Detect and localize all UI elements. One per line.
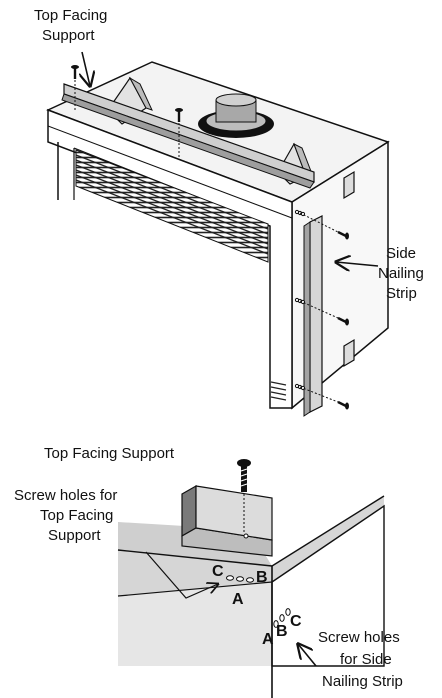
label-screw-holes-top-line3: Support — [48, 527, 101, 544]
detail-screw — [237, 459, 251, 532]
detail-top-screw-holes — [226, 575, 254, 583]
label-top-facing-support-line1: Top Facing — [34, 7, 107, 24]
hole-letter-a-top: A — [232, 591, 244, 608]
label-top-facing-support-line2: Support — [42, 27, 95, 44]
top-facing-support-strip — [61, 83, 315, 189]
screw-side-middle — [299, 300, 349, 326]
label-side-nailing-strip-line3: Strip — [386, 285, 417, 302]
detail-front-face — [118, 582, 272, 666]
arrow-top-facing — [82, 51, 90, 86]
side-nailing-strip — [303, 215, 323, 417]
flue-collar — [198, 93, 274, 138]
screw-top-left — [71, 65, 79, 110]
hole-letter-b-side: B — [276, 623, 288, 640]
label-screw-holes-top-line1: Screw holes for — [14, 487, 117, 504]
label-screw-holes-side-line3: Nailing Strip — [322, 673, 403, 690]
pointer-top-screw-holes — [145, 551, 218, 599]
arrow-side-screw-holes — [298, 644, 317, 667]
lower-vent — [270, 381, 287, 401]
label-side-nailing-strip-line1: Side — [386, 245, 416, 262]
label-side-nailing-strip-line2: Nailing — [378, 265, 424, 282]
hole-letter-c-side: C — [290, 613, 302, 630]
fireplace-assembly — [46, 51, 390, 417]
side-bracket-lower — [343, 338, 355, 368]
hole-letter-c-top: C — [212, 563, 224, 580]
screw-side-bottom — [299, 386, 349, 410]
hole-letter-b-top: B — [256, 569, 268, 586]
detail-top-surface — [118, 496, 384, 596]
label-screw-holes-side-line1: Screw holes — [318, 629, 400, 646]
hole-letter-a-side: A — [262, 631, 274, 648]
detail-corner-view — [117, 459, 385, 698]
arrow-side-nailing — [336, 262, 379, 266]
detail-side-screw-holes — [273, 608, 291, 628]
screw-side-top — [299, 212, 349, 240]
detail-top-facing-support — [181, 484, 273, 557]
fireplace-front-face — [47, 108, 293, 409]
label-screw-holes-side-line2: for Side — [340, 651, 392, 668]
screw-top-middle — [175, 108, 183, 158]
side-bracket-upper — [343, 170, 355, 200]
label-screw-holes-top-line2: Top Facing — [40, 507, 113, 524]
label-top-facing-support-detail: Top Facing Support — [44, 445, 175, 462]
